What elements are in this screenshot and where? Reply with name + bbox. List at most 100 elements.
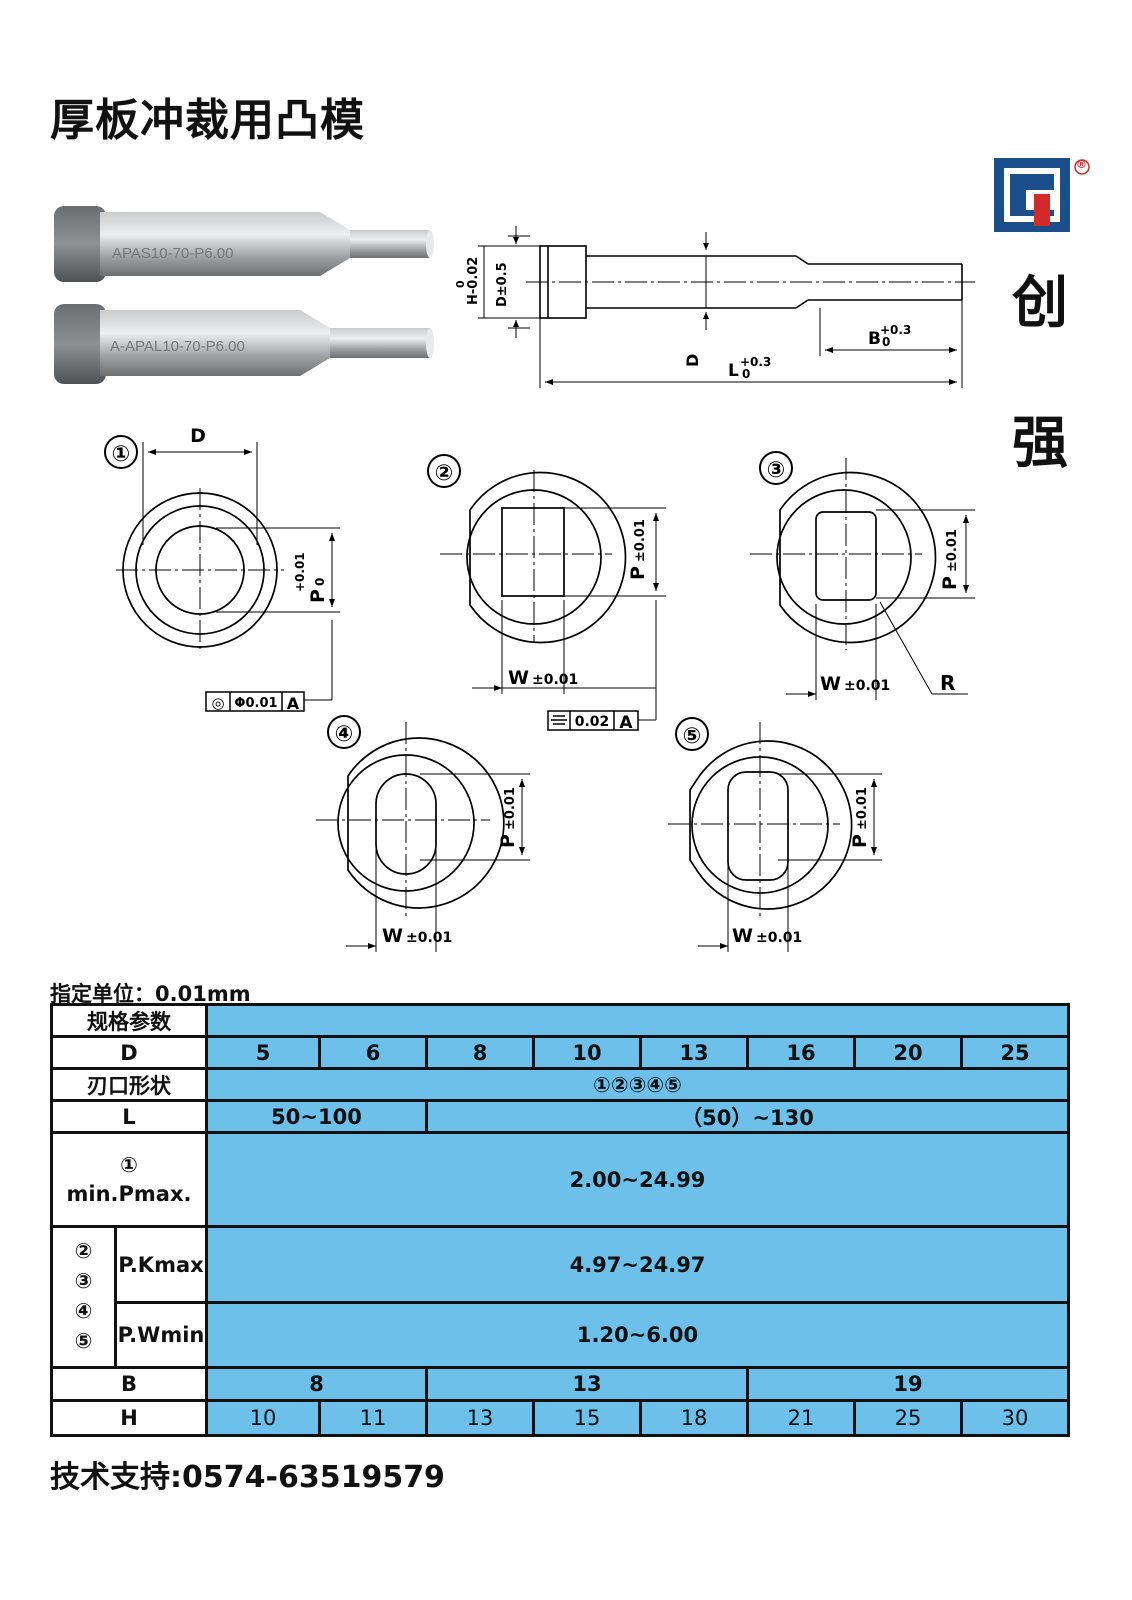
l-sup: +0.3: [740, 355, 771, 369]
shape-4-w-tol: ±0.01: [406, 930, 452, 946]
punch-photo-top: [54, 206, 434, 282]
shape-2-symmetry-frame: [547, 710, 639, 731]
d-head-dim: D±0.5: [495, 262, 510, 307]
brand-char-2: 强: [1012, 411, 1068, 476]
d-shaft-label: D: [683, 354, 702, 367]
b-sub: 0: [882, 335, 890, 349]
shape-2-p-tol: ±0.01: [633, 519, 648, 562]
shape-1-p-sub: 0: [313, 578, 327, 586]
tech-support-footer: 技术支持:0574-63519579: [50, 1460, 445, 1495]
d-value: 16: [749, 1038, 853, 1067]
shape-3-drawing: [750, 458, 975, 700]
photo-label-top: APAS10-70-P6.00: [112, 245, 233, 262]
b-value: 13: [428, 1369, 746, 1399]
shape-1-p-label: P: [307, 589, 329, 603]
group-number: ②: [74, 1239, 93, 1264]
shape-3-r-label: R: [940, 671, 955, 695]
d-value: 5: [208, 1038, 318, 1067]
d-row-label: D: [53, 1038, 205, 1067]
shape-1-drawing: [116, 442, 340, 701]
shape-3-p-label: P: [939, 576, 961, 590]
spec-table: 规格参数 D 5 6 8 10 13 16 20 25 刃口形状 ①②③④⑤ L…: [50, 1003, 1070, 1437]
concentricity-icon: ◎: [211, 694, 224, 712]
shape-3-number: ③: [767, 458, 786, 483]
shape-1-d-label: D: [190, 425, 206, 447]
shape-1-p-sup: +0.01: [293, 552, 307, 592]
l-row-label: L: [53, 1102, 205, 1131]
shape-2-p-label: P: [627, 566, 649, 580]
h-value: 10: [208, 1402, 318, 1434]
shape-5-w-label: W: [732, 925, 753, 947]
pk-row-label: P.Kmax: [117, 1228, 205, 1301]
p1-number: ①: [120, 1153, 138, 1178]
registered-mark: ®: [1076, 158, 1087, 171]
shape-2-number: ②: [435, 461, 454, 486]
shape-4-p-label: P: [497, 834, 519, 848]
shape-1-number: ①: [112, 442, 131, 467]
d-value: 10: [535, 1038, 639, 1067]
h-row-label: H: [53, 1402, 205, 1434]
spec-label: 规格参数: [53, 1006, 205, 1035]
brand-char-1: 创: [1012, 271, 1068, 336]
p1-label: min.Pmax.: [66, 1181, 192, 1206]
shape-5-p-label: P: [849, 834, 871, 848]
shape-3-p-tol: ±0.01: [945, 529, 960, 572]
h-value: 13: [428, 1402, 532, 1434]
l-value-1: 50~100: [208, 1102, 425, 1131]
b-label: B: [868, 329, 881, 349]
group-number: ④: [74, 1299, 93, 1323]
h-value: 30: [963, 1402, 1067, 1434]
h-value: 25: [856, 1402, 960, 1434]
shape-3-w-label: W: [820, 673, 841, 695]
group-numbers: ② ③ ④ ⑤: [53, 1228, 114, 1366]
shape-1-tol-ref: A: [287, 694, 300, 713]
shape-2-w-label: W: [508, 667, 529, 689]
p1-value: 2.00~24.99: [208, 1134, 1067, 1225]
shape-row-label: 刃口形状: [53, 1070, 205, 1099]
d-value: 6: [321, 1038, 425, 1067]
shape-4-drawing: [316, 722, 530, 952]
p1-row-label: ① min.Pmax.: [53, 1134, 205, 1225]
logo-mark-icon: [994, 158, 1070, 232]
group-number: ⑤: [74, 1328, 93, 1353]
shape-row-value: ①②③④⑤: [208, 1070, 1067, 1099]
shape-5-p-tol: ±0.01: [855, 787, 870, 830]
pw-row-label: P.Wmin: [117, 1304, 205, 1366]
b-value: 19: [749, 1369, 1067, 1399]
shape-2-w-tol: ±0.01: [532, 672, 578, 688]
shape-2-sym-ref: A: [619, 713, 633, 733]
h-value: 15: [535, 1402, 639, 1434]
d-value: 25: [963, 1038, 1067, 1067]
pw-value: 1.20~6.00: [208, 1304, 1067, 1366]
shape-1-tol-value: Φ0.01: [234, 696, 277, 711]
punch-photo-bottom: [54, 304, 434, 384]
b-sup: +0.3: [880, 323, 911, 337]
symmetry-icon: [551, 715, 567, 725]
side-view-drawing: [478, 226, 975, 388]
b-row-label: B: [53, 1369, 205, 1399]
shape-2-drawing: [440, 470, 666, 721]
shape-2-sym-value: 0.02: [575, 714, 610, 730]
unit-note: 指定单位：0.01mm: [50, 982, 251, 1006]
page-title: 厚板冲裁用凸模: [50, 95, 365, 146]
group-number: ③: [74, 1269, 93, 1294]
shape-4-number: ④: [335, 722, 354, 747]
shape-3-w-tol: ±0.01: [844, 678, 890, 694]
punch-photo: [54, 206, 434, 384]
b-value: 8: [208, 1369, 425, 1399]
h-dim-sup: 0: [454, 280, 467, 288]
d-value: 13: [642, 1038, 746, 1067]
pk-value: 4.97~24.97: [208, 1228, 1067, 1301]
photo-label-bottom: A-APAL10-70-P6.00: [110, 338, 245, 355]
h-dim-label: H-0.02: [466, 257, 481, 305]
l-label: L: [728, 361, 739, 381]
h-value: 11: [321, 1402, 425, 1434]
shape-5-drawing: [668, 722, 882, 952]
d-value: 20: [856, 1038, 960, 1067]
l-value-2: （50）~130: [428, 1102, 1067, 1131]
shape-5-number: ⑤: [683, 724, 702, 749]
l-sub: 0: [742, 367, 750, 381]
shape-5-w-tol: ±0.01: [756, 930, 802, 946]
